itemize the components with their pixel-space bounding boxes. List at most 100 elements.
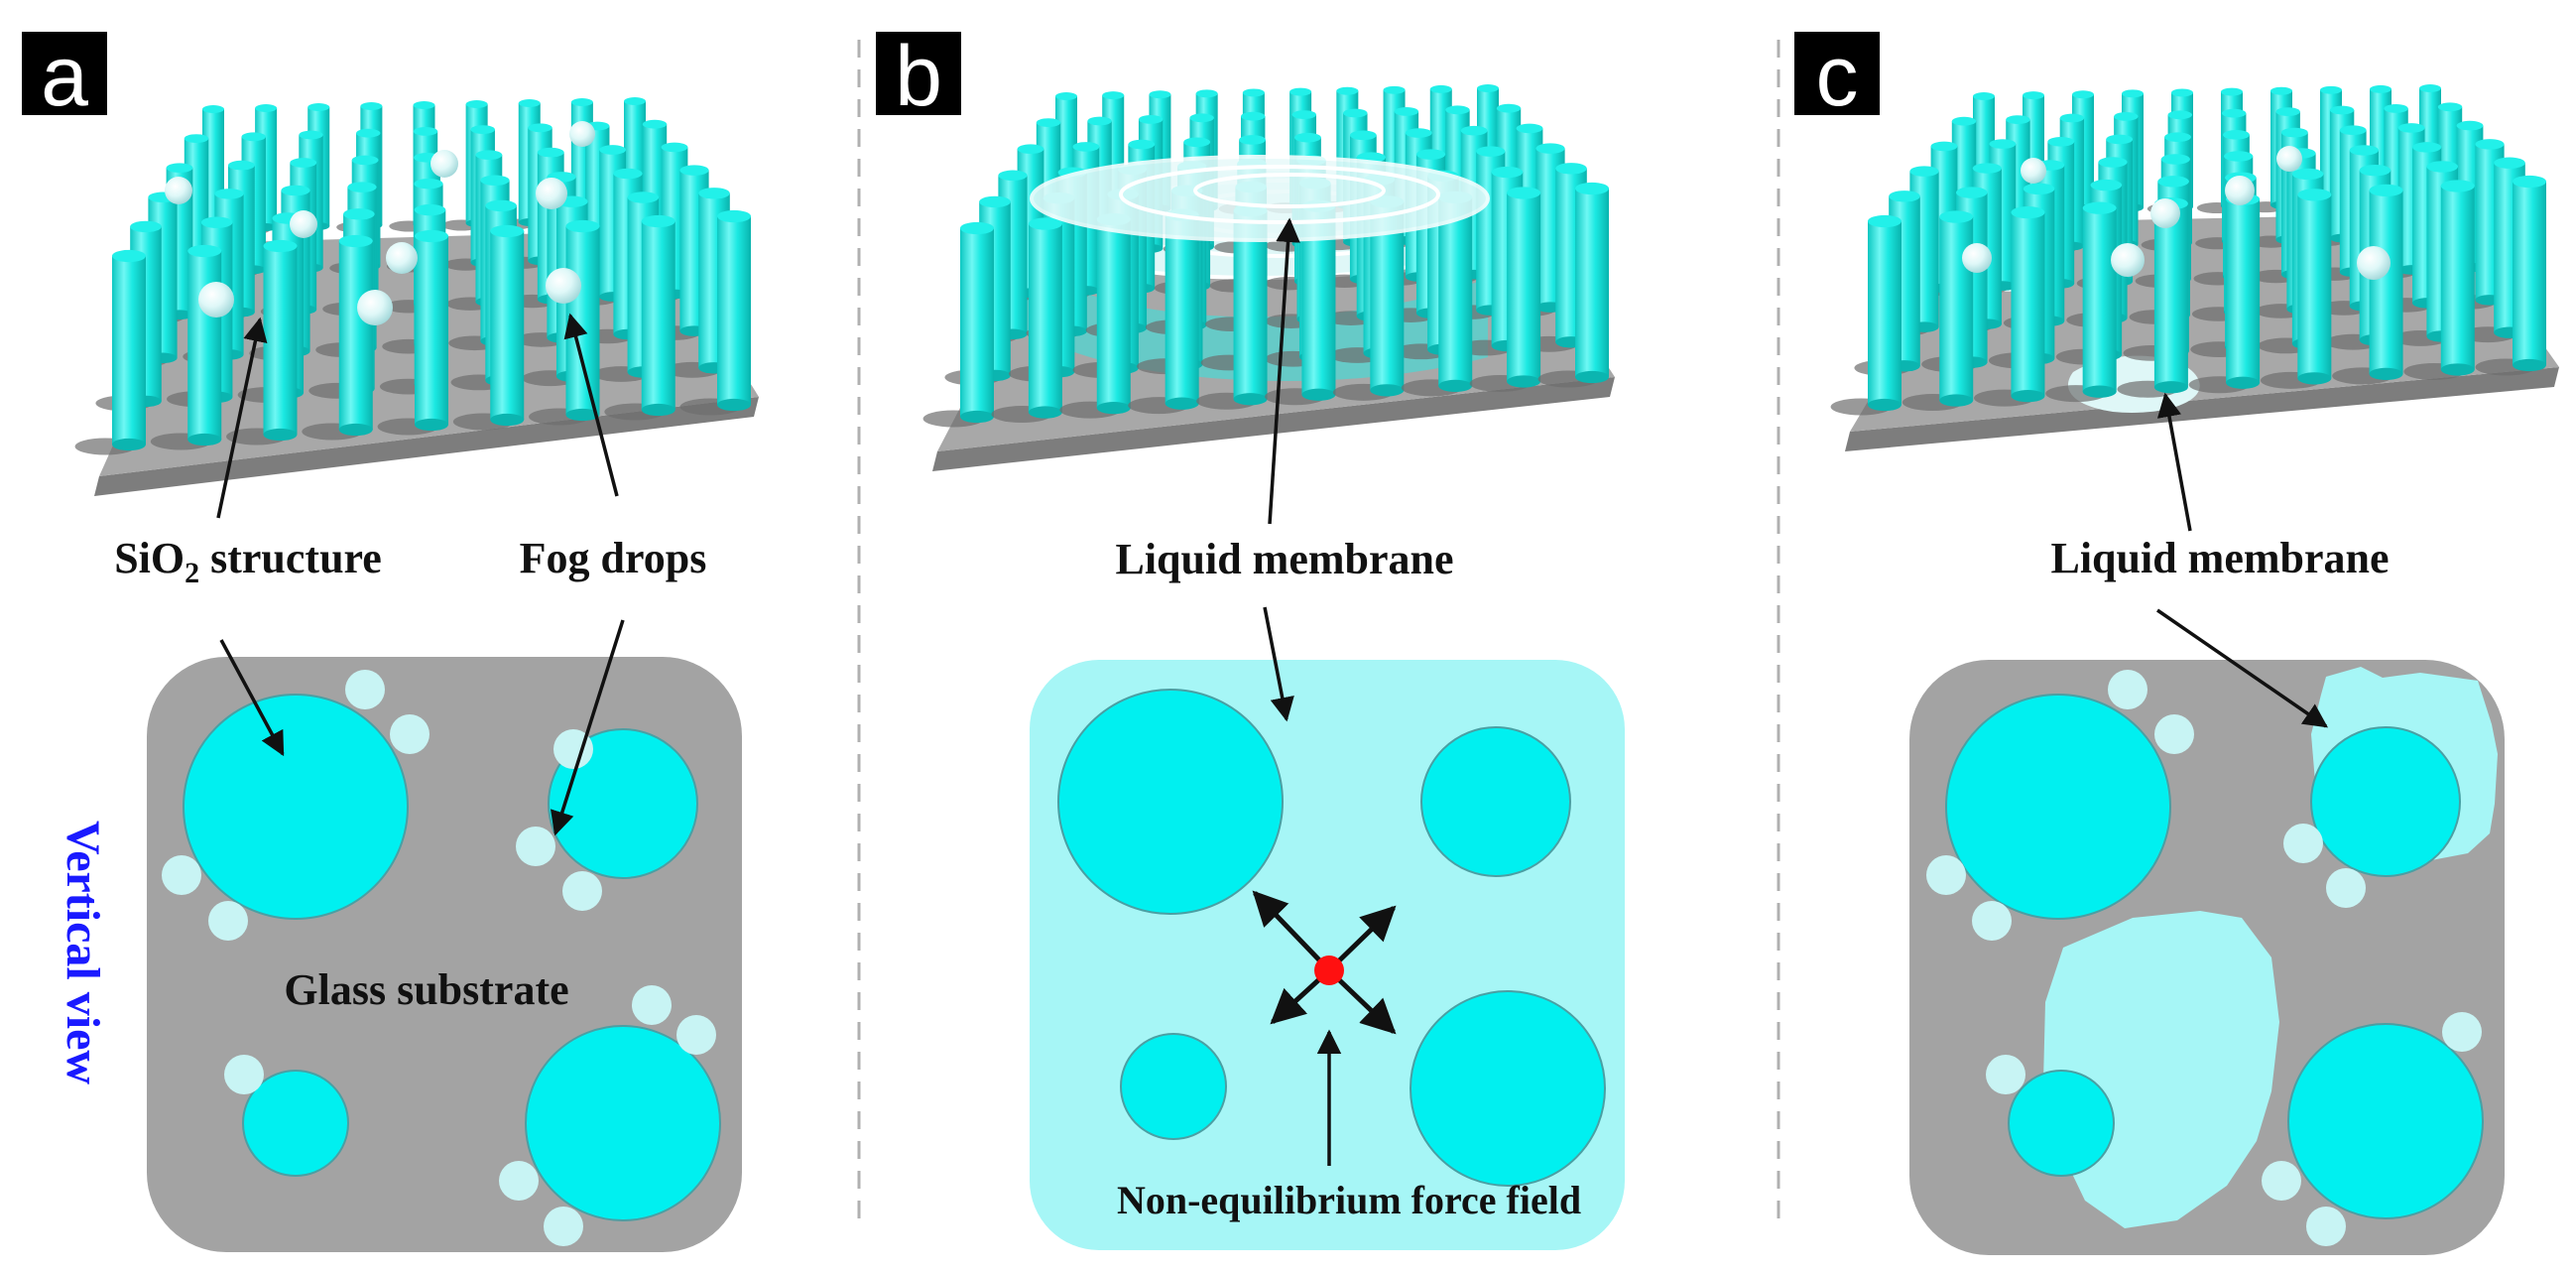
pillar [1575,189,1609,377]
pillar-top [1189,113,1214,123]
pillar-top [2426,161,2459,173]
pillar-top [1477,84,1499,92]
pillar-top [490,224,525,238]
pillar-top [360,102,383,110]
pillar-top [1138,115,1164,124]
pillar-top [1575,182,1609,195]
pillar [717,216,751,405]
pillar-top [1087,116,1112,126]
pillar-top [528,123,552,133]
pillar [2226,198,2261,383]
pillar-top [414,203,446,216]
pillar [1939,216,1974,401]
pillar-base [415,418,448,432]
pillar-top [1445,105,1470,115]
force-center-dot [1314,955,1344,985]
pillar-top [2280,127,2308,138]
svg-text:a: a [41,29,88,124]
pillar [2513,182,2546,365]
pillar [2369,190,2403,374]
pillar-top [641,214,675,228]
pillar [112,256,146,445]
pillar-top [2223,130,2250,140]
pillar-top [356,128,381,138]
pillar-top [184,134,209,143]
pillar-top [1149,90,1171,99]
pillar-top [1195,89,1218,98]
pillar-top [1930,141,1958,152]
pillar-top [2106,134,2134,145]
pillar-top [347,182,377,192]
pillar [1028,223,1062,413]
pillar-top [1241,111,1266,121]
pillar-top [2023,183,2055,195]
pillar-top [343,208,375,220]
pillar-base [1301,388,1336,401]
pillar-top [1289,87,1312,96]
pillar-top [1242,88,1265,97]
pillar-top [2384,104,2408,113]
pillar-top [2369,184,2403,197]
pillar-top [112,249,146,263]
pillar-top [415,229,448,243]
pillar-top [1028,217,1062,230]
pillar-top [2349,145,2379,156]
pillar [641,221,675,410]
pillar-top [1183,137,1211,148]
pillar-top [475,150,503,161]
pillar-top [1394,107,1419,116]
pillar-top [698,188,730,199]
pillar-top [1507,187,1541,199]
pillar-base [1096,401,1131,415]
svg-text:b: b [895,29,942,124]
liquid-membrane-label-c: Liquid membrane [2050,534,2389,582]
pillar-top [1429,84,1452,93]
pillar-top [281,185,310,196]
pillar-top [570,98,593,106]
svg-text:c: c [1816,29,1859,124]
pillar-top [1939,210,1974,223]
pillar-top [1951,116,1977,126]
pillar-top [1972,163,2002,174]
pillar-base [1507,375,1541,388]
pillar-top [480,175,510,187]
pillar-top [2440,180,2475,192]
panel-c-3d-fog-drops [1962,146,2391,280]
pillar-top [2339,125,2367,136]
pillar-base [2297,372,2332,385]
pillar-top [130,220,162,233]
pillar-top [2224,151,2254,162]
pillar-top [1496,103,1522,113]
pillar-top [518,99,541,107]
pillar-top [414,178,443,190]
pillar-top [202,105,224,113]
pillar-top [307,103,330,111]
pillar-top [2275,107,2300,116]
pillar-top [661,142,688,153]
pillar-top [1555,163,1587,175]
pillar [338,241,373,430]
pillar [187,251,222,440]
pillar-base [2513,358,2546,372]
pillar-top [465,100,488,108]
pillar [263,246,298,435]
pillar-top [166,163,193,174]
pillar-base [2153,381,2188,394]
pillar-top [1036,118,1061,127]
pillar-top [2291,168,2324,181]
panel-a-3d-fog-drops [165,121,595,325]
pillar-top [2006,115,2030,124]
pillar-base [1165,397,1199,410]
pillar-top [2114,112,2139,121]
pillar-base [641,403,675,417]
fog-drops-label: Fog drops [520,534,707,582]
panel-b-vertical-view [1030,660,1625,1250]
pillar-top [642,119,668,129]
vertical-view-label: Vertical view [57,821,109,1084]
pillar-top [1973,92,1995,100]
pillar-top [227,160,255,171]
pillar-top [2122,89,2144,98]
pillar-top [1491,166,1524,179]
pillar-top [1343,108,1368,118]
